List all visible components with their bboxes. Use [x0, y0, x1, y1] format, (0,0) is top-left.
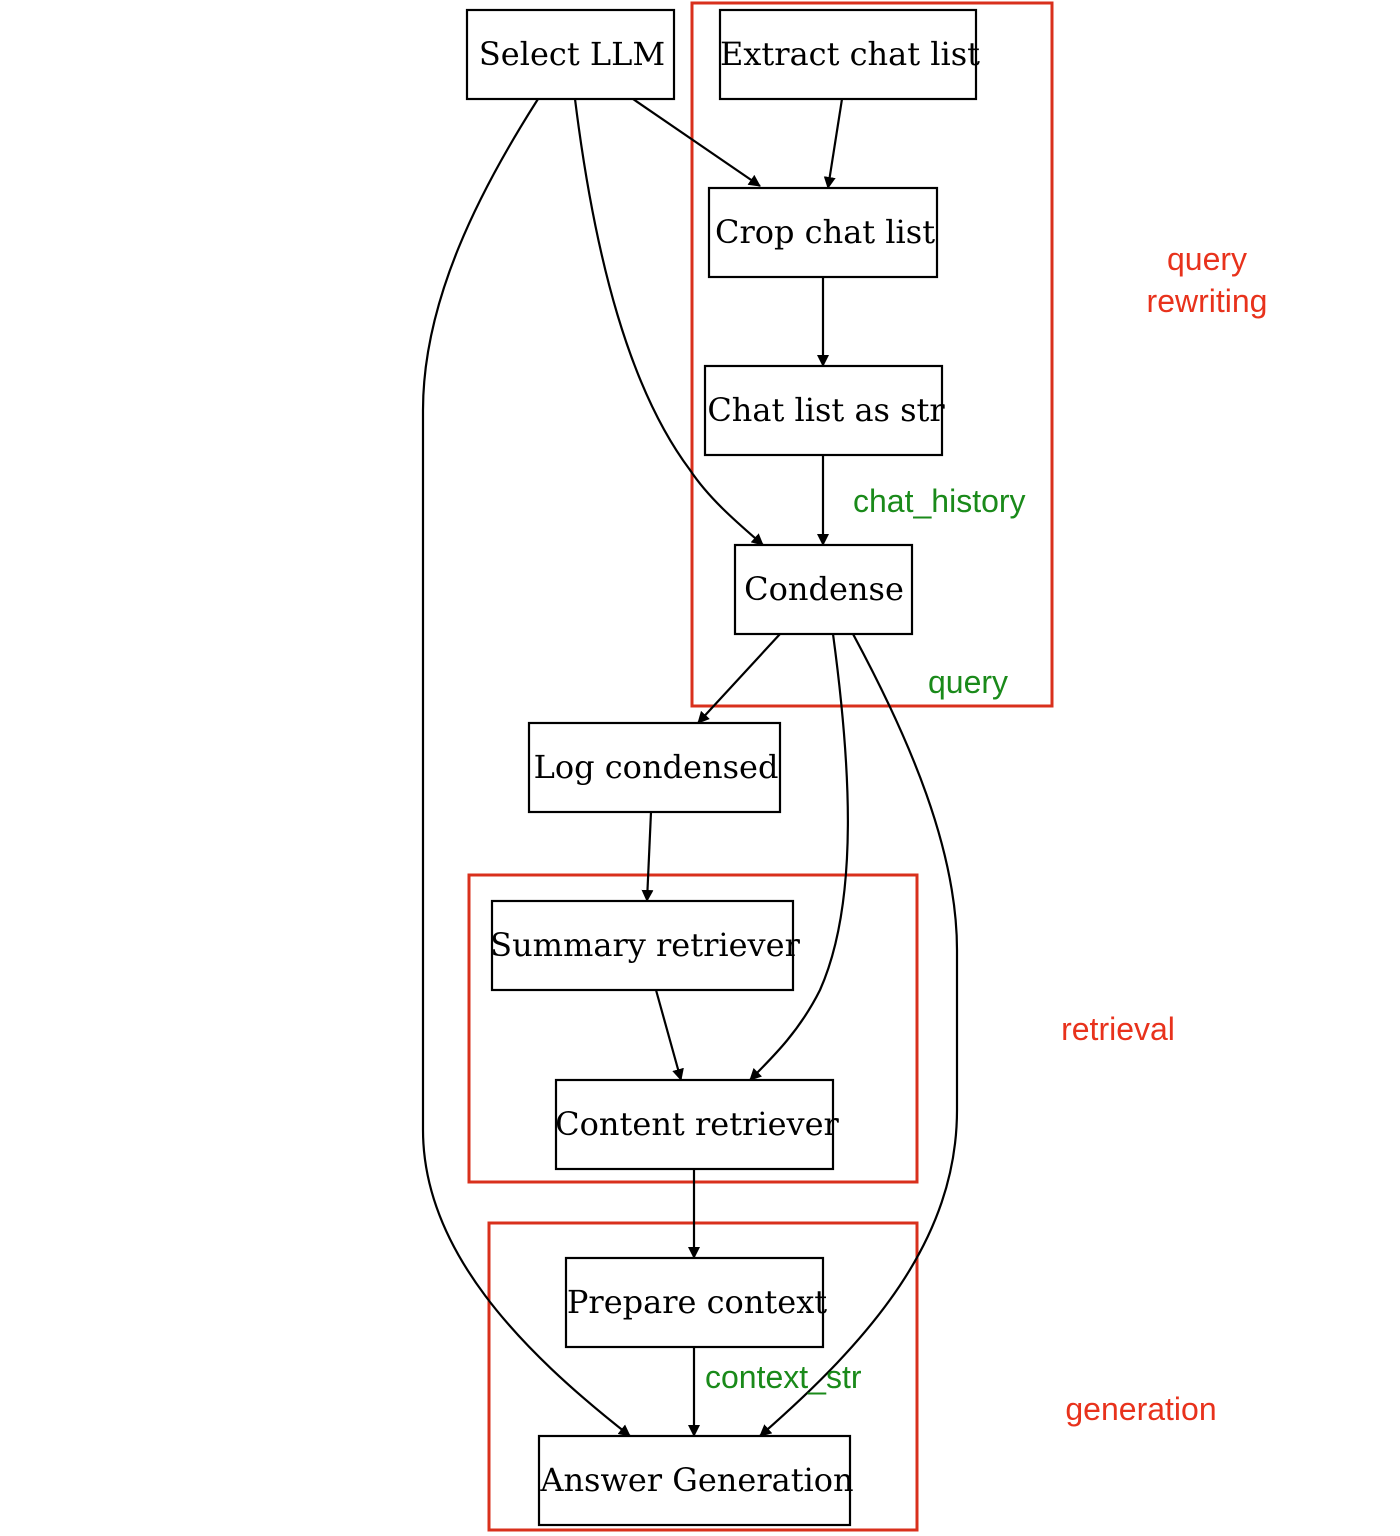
node-extract-chat-list-label: Extract chat list [720, 35, 980, 73]
node-chat-list-as-str-label: Chat list as str [707, 391, 945, 429]
edge-condense-to-content-retriever [749, 633, 849, 1081]
node-prepare-context-label: Prepare context [567, 1283, 827, 1321]
node-condense-label: Condense [744, 570, 904, 608]
node-crop-chat-list-label: Crop chat list [715, 213, 935, 251]
group-query-rewriting [690, 1, 1054, 708]
edge-condense-to-log-condensed [697, 633, 781, 724]
node-log-condensed-label: Log condensed [534, 748, 779, 786]
node-extract-chat-list: Extract chat list [718, 8, 980, 101]
node-select-llm: Select LLM [465, 8, 676, 101]
edge-extract-chat-list-to-crop-chat-list [823, 98, 844, 189]
group-generation [487, 1221, 919, 1532]
edge-condense-to-answer-generation [759, 633, 959, 1437]
node-crop-chat-list: Crop chat list [707, 186, 939, 279]
node-log-condensed: Log condensed [527, 721, 782, 814]
node-select-llm-label: Select LLM [479, 35, 665, 73]
edge-label-context-str: context_str [705, 1359, 862, 1395]
node-answer-generation: Answer Generation [537, 1434, 854, 1527]
group-label-generation: generation [1065, 1391, 1216, 1427]
edge-log-condensed-to-summary-retriever [641, 811, 654, 902]
node-answer-generation-label: Answer Generation [539, 1461, 853, 1499]
node-summary-retriever-label: Summary retriever [490, 926, 800, 964]
node-content-retriever-label: Content retriever [555, 1105, 839, 1143]
group-label-retrieval: retrieval [1061, 1011, 1175, 1047]
edge-select-llm-to-crop-chat-list [632, 98, 761, 187]
edge-summary-retriever-to-content-retriever [654, 989, 684, 1081]
node-condense: Condense [733, 543, 914, 636]
edge-label-query: query [928, 664, 1008, 700]
node-content-retriever: Content retriever [554, 1078, 840, 1171]
edge-select-llm-to-condense [573, 98, 764, 546]
edge-select-llm-to-answer-generation [421, 98, 631, 1437]
node-chat-list-as-str: Chat list as str [703, 364, 945, 457]
node-prepare-context: Prepare context [564, 1256, 827, 1349]
node-summary-retriever: Summary retriever [490, 899, 801, 992]
edge-label-chat-history: chat_history [853, 483, 1026, 519]
group-label-query-rewriting-line-2: rewriting [1147, 283, 1268, 319]
group-label-query-rewriting-line-1: query [1167, 241, 1247, 277]
